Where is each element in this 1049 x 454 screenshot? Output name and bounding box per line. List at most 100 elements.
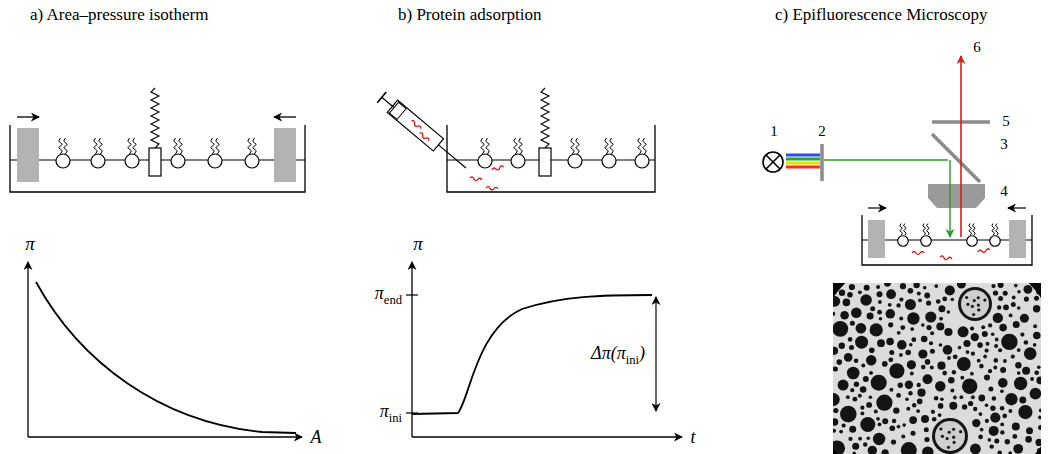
domain-dot bbox=[852, 443, 859, 450]
domain-dot bbox=[957, 357, 971, 371]
domain-dot bbox=[979, 364, 984, 369]
domain-dot bbox=[873, 433, 885, 445]
domain-dot bbox=[926, 325, 931, 330]
domain-dot bbox=[1025, 436, 1032, 443]
lipid-head bbox=[478, 154, 492, 168]
domain-dot bbox=[877, 339, 885, 347]
domain-dot bbox=[840, 406, 857, 423]
lipid-tail bbox=[973, 224, 976, 236]
domain-dot bbox=[852, 452, 856, 454]
domain-dot bbox=[921, 415, 929, 423]
domain-dot bbox=[886, 309, 896, 319]
domain-dot bbox=[966, 303, 969, 306]
axis bbox=[411, 262, 412, 437]
syringe-handle bbox=[377, 92, 386, 103]
domain-dot bbox=[899, 316, 903, 320]
domain-dot bbox=[853, 397, 858, 402]
axis-label: π bbox=[413, 233, 423, 255]
panel-title: c) Epifluorescence Microscopy bbox=[775, 5, 987, 25]
domain-dot bbox=[998, 348, 1002, 352]
domain-dot bbox=[993, 366, 997, 370]
domain-dot bbox=[837, 359, 843, 365]
domain-dot bbox=[953, 396, 957, 400]
domain-dot bbox=[913, 283, 919, 288]
lipid-head bbox=[568, 154, 582, 168]
domain-dot bbox=[882, 418, 888, 424]
domain-dot bbox=[988, 369, 992, 373]
syringe-barrel bbox=[387, 100, 443, 151]
lipid-head bbox=[635, 154, 649, 168]
domain-dot bbox=[997, 451, 1002, 454]
domain-dot bbox=[952, 436, 955, 439]
domain-dot bbox=[983, 355, 987, 359]
lamp-cross bbox=[766, 155, 780, 169]
trough-outline bbox=[447, 125, 655, 192]
domain-dot bbox=[1000, 406, 1005, 411]
domain-dot bbox=[968, 401, 973, 406]
domain-dot bbox=[891, 439, 896, 444]
domain-dot bbox=[973, 407, 977, 411]
domain-dot bbox=[870, 323, 883, 336]
water-surface bbox=[862, 239, 1032, 240]
domain-dot bbox=[939, 343, 943, 347]
domain-dot bbox=[1036, 289, 1041, 295]
domain-dot bbox=[966, 350, 970, 354]
domain-dot bbox=[849, 284, 855, 290]
domain-dot bbox=[971, 352, 975, 356]
domain-dot bbox=[854, 382, 859, 387]
domain-dot bbox=[905, 350, 911, 356]
domain-dot bbox=[917, 399, 923, 405]
domain-dot bbox=[936, 323, 944, 331]
domain-dot bbox=[861, 412, 865, 416]
lipid-tail bbox=[519, 138, 523, 154]
domain-dot bbox=[1038, 416, 1041, 420]
domain-dot bbox=[886, 289, 896, 299]
domain-dot bbox=[833, 408, 838, 413]
domain-dot bbox=[851, 308, 862, 319]
domain-dot bbox=[870, 306, 875, 311]
domain-dot bbox=[910, 371, 914, 375]
domain-dot bbox=[869, 348, 875, 354]
domain-dot bbox=[882, 361, 888, 367]
callout-number: 6 bbox=[973, 39, 981, 56]
domain-dot bbox=[890, 426, 896, 432]
lipid-head bbox=[921, 236, 932, 247]
syringe bbox=[377, 91, 472, 174]
domain-dot bbox=[917, 292, 921, 296]
domain-dot bbox=[948, 431, 951, 434]
domain-dot bbox=[849, 426, 856, 433]
domain-dot bbox=[1013, 321, 1020, 328]
tick-label: πini bbox=[380, 401, 402, 424]
domain-dot bbox=[946, 437, 949, 440]
callout-number: 1 bbox=[770, 123, 778, 140]
wilhelmy-spring bbox=[151, 88, 159, 148]
domain-dot bbox=[911, 431, 916, 436]
domain-dot bbox=[938, 403, 944, 409]
domain-dot bbox=[960, 395, 964, 399]
domain-dot bbox=[839, 343, 845, 349]
domain-dot bbox=[850, 388, 854, 392]
domain-dot bbox=[925, 311, 936, 322]
domain-dot bbox=[973, 299, 976, 302]
domain-dot bbox=[962, 404, 967, 409]
tick-label: πend bbox=[375, 283, 402, 306]
domain-dot bbox=[922, 446, 933, 454]
domain-dot bbox=[995, 338, 999, 342]
emission-beam bbox=[960, 56, 962, 237]
domain-dot bbox=[948, 377, 955, 384]
domain-dot bbox=[833, 393, 840, 406]
subscript: ini bbox=[389, 411, 402, 425]
domain-dot bbox=[900, 283, 906, 289]
light-band bbox=[786, 166, 820, 169]
domain-dot bbox=[884, 283, 891, 287]
panel-title: a) Area–pressure isotherm bbox=[30, 5, 208, 25]
domain-dot bbox=[899, 298, 903, 302]
domain-dot bbox=[930, 349, 935, 354]
domain-dot bbox=[874, 410, 878, 414]
protein-squiggle bbox=[912, 252, 924, 255]
domain-dot bbox=[953, 441, 956, 444]
domain-dot bbox=[977, 342, 983, 348]
domain-dot bbox=[896, 303, 900, 307]
domain-dot bbox=[978, 435, 983, 440]
domain-dot bbox=[937, 362, 945, 370]
